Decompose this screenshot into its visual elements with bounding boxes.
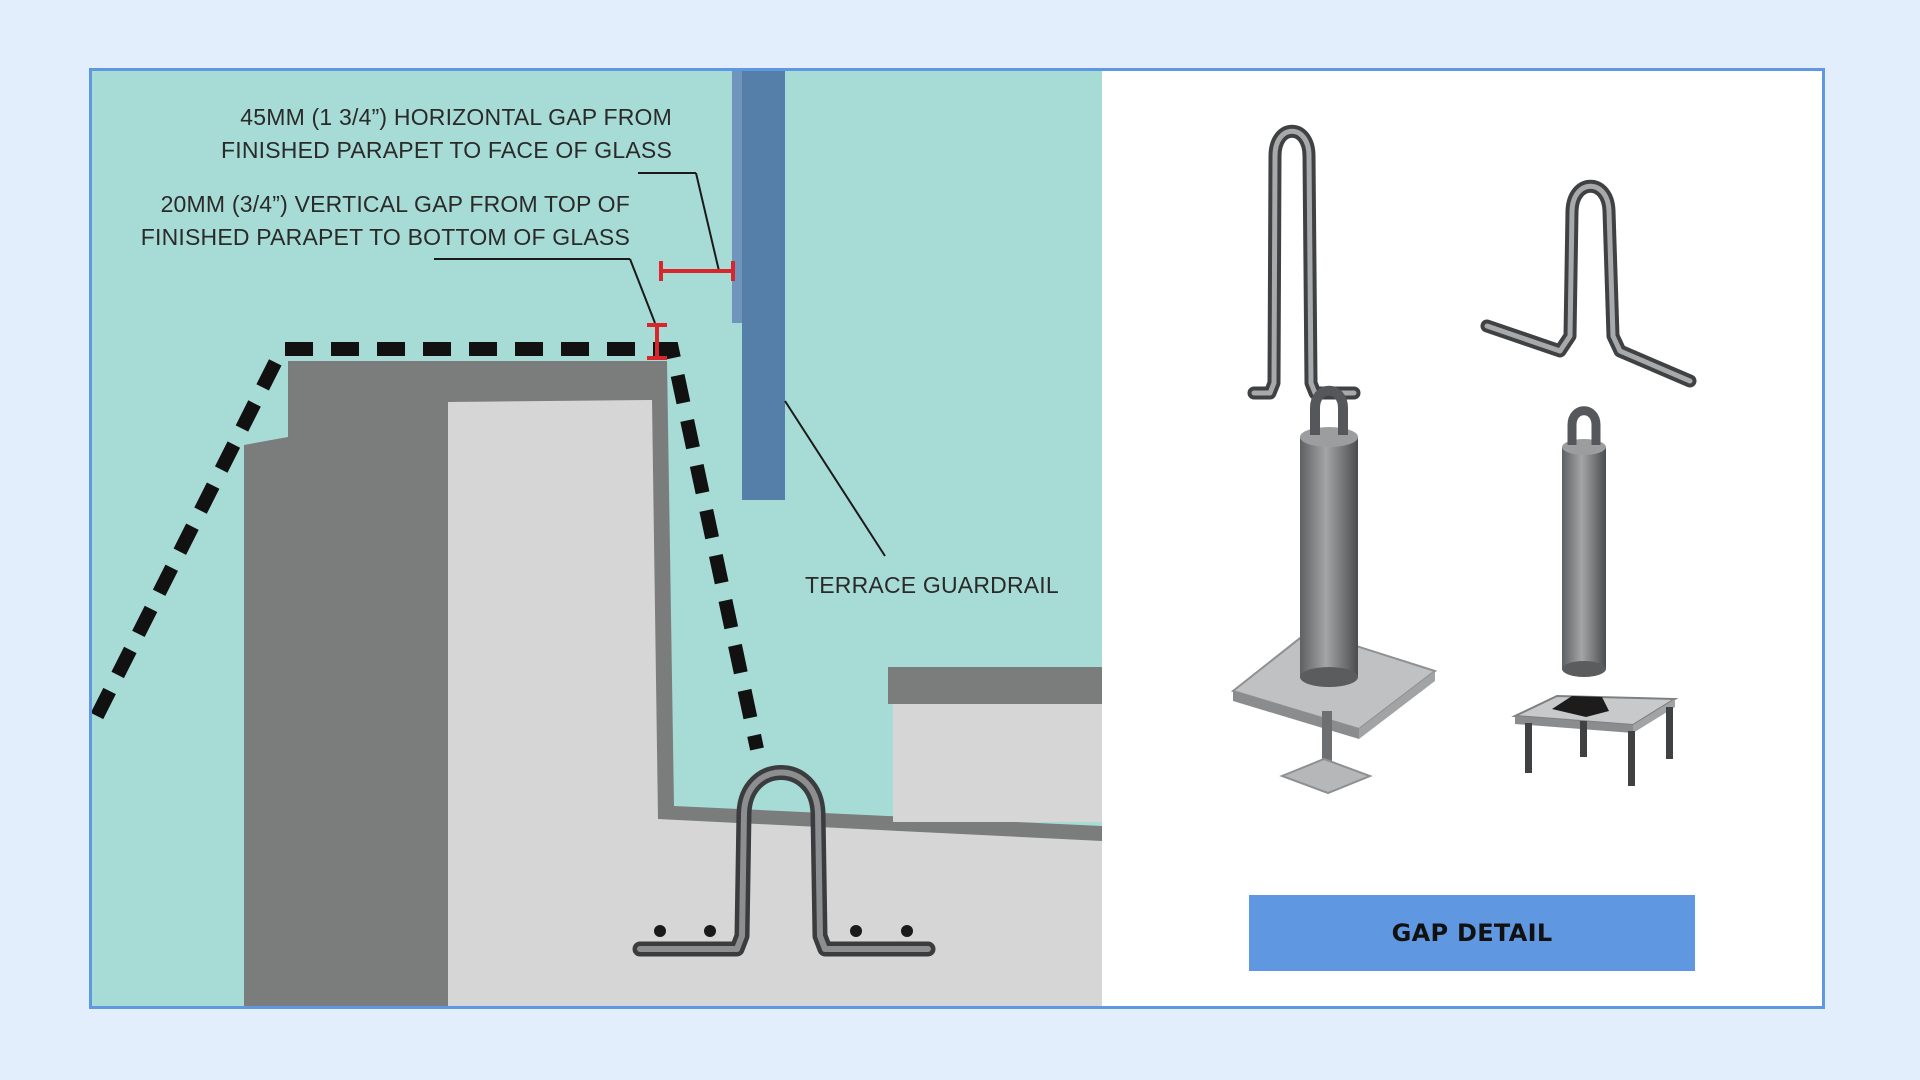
cross-section-svg (92, 71, 1102, 1006)
gap-detail-frame: 45MM (1 3/4”) HORIZONTAL GAP FROM FINISH… (89, 68, 1825, 1009)
horizontal-gap-line-2: FINISHED PARAPET TO FACE OF GLASS (221, 137, 672, 163)
right-slab-top (888, 667, 1102, 704)
rebar-dot-4 (901, 925, 913, 937)
horizontal-gap-line-1: 45MM (1 3/4”) HORIZONTAL GAP FROM (240, 104, 672, 130)
glass-panel (742, 71, 785, 500)
right-slab-body (893, 704, 1102, 822)
bent-rebar-anchor-icon (1480, 179, 1697, 388)
terrace-guardrail-label: TERRACE GUARDRAIL (805, 572, 1059, 598)
vertical-gap-leader-diagonal (629, 258, 656, 324)
vertical-gap-line-2: FINISHED PARAPET TO BOTTOM OF GLASS (140, 224, 630, 250)
anchor-with-base-plate-icon (1230, 385, 1438, 795)
rebar-dot-3 (850, 925, 862, 937)
anchor-products-svg (1230, 124, 1697, 795)
horizontal-gap-leader-diagonal (695, 172, 720, 272)
guardrail-leader (784, 400, 886, 557)
horizontal-gap-annotation: 45MM (1 3/4”) HORIZONTAL GAP FROM FINISH… (221, 101, 672, 167)
glass-channel (732, 71, 742, 323)
anchor-products-panel: GAP DETAIL (1102, 71, 1822, 1006)
embedded-rebar-hairpin-highlight (637, 769, 931, 952)
cross-section-diagram: 45MM (1 3/4”) HORIZONTAL GAP FROM FINISH… (92, 71, 1102, 1006)
rebar-hairpin-anchor-icon (1247, 124, 1361, 400)
vertical-gap-line-1: 20MM (3/4”) VERTICAL GAP FROM TOP OF (160, 191, 630, 217)
rebar-dot-1 (654, 925, 666, 937)
dashed-membrane-line (92, 342, 764, 751)
vertical-gap-annotation: 20MM (3/4”) VERTICAL GAP FROM TOP OF FIN… (141, 188, 630, 254)
anchor-with-embed-frame-icon (1511, 406, 1679, 786)
gap-detail-button[interactable]: GAP DETAIL (1249, 895, 1695, 971)
rebar-dot-2 (704, 925, 716, 937)
parapet-light-shape (448, 400, 1102, 1006)
